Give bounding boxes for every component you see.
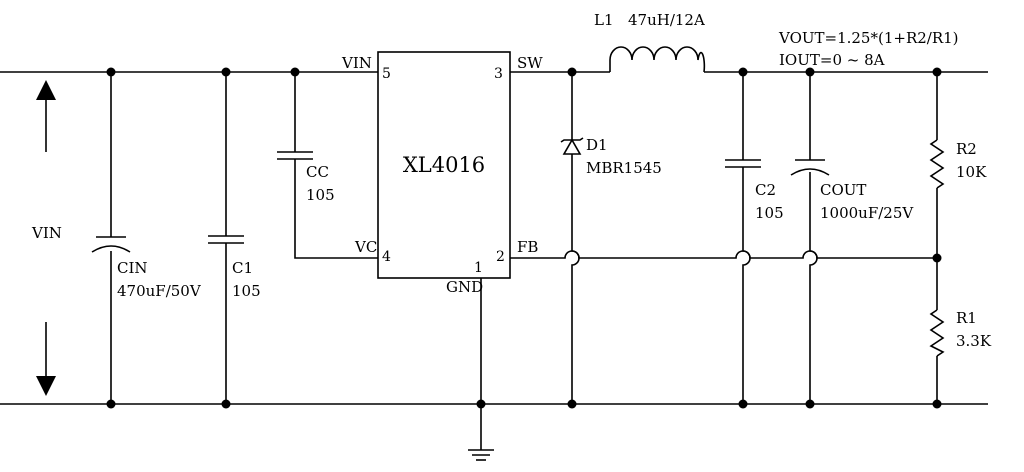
vout-formula: VOUT=1.25*(1+R2/R1) [778, 29, 959, 47]
wires [0, 71, 988, 450]
cin-capacitor [91, 236, 131, 253]
cin-value: 470uF/50V [117, 282, 202, 300]
r1-resistor [929, 309, 945, 357]
pin-vc-number: 4 [382, 249, 391, 265]
c2-value: 105 [755, 204, 784, 222]
cout-ref: COUT [820, 181, 866, 199]
l1-value: 47uH/12A [628, 11, 705, 29]
cout-value: 1000uF/25V [820, 204, 914, 222]
d1-diode [560, 137, 584, 156]
c1-value: 105 [232, 282, 261, 300]
r2-value: 10K [956, 163, 987, 181]
l1-inductor [609, 46, 706, 73]
vin-label: VIN [31, 224, 62, 242]
cc-ref: CC [306, 163, 329, 181]
cin-ref: CIN [117, 259, 148, 277]
r2-ref: R2 [956, 140, 977, 158]
cout-capacitor [790, 159, 830, 176]
c1-capacitor [208, 235, 244, 244]
d1-value: MBR1545 [586, 159, 662, 177]
ground-icon [468, 449, 494, 461]
r2-resistor [929, 139, 945, 189]
pin-vin-number: 5 [382, 66, 391, 82]
junction-dots [106, 67, 942, 409]
pin-fb-number: 2 [496, 249, 505, 265]
c2-ref: C2 [755, 181, 776, 199]
c2-capacitor [725, 159, 761, 168]
pin-gnd-label: GND [446, 278, 483, 296]
pin-vin-label: VIN [341, 54, 372, 72]
arrow-up-icon [36, 80, 56, 100]
r1-value: 3.3K [956, 332, 992, 350]
c1-ref: C1 [232, 259, 253, 277]
pin-vc-label: VC [354, 238, 377, 256]
xl4016-ic [377, 51, 511, 279]
ic-name: XL4016 [403, 153, 485, 177]
d1-ref: D1 [586, 136, 608, 154]
arrow-down-icon [36, 376, 56, 396]
pin-sw-number: 3 [494, 66, 503, 82]
r1-ref: R1 [956, 309, 977, 327]
cc-value: 105 [306, 186, 335, 204]
pin-fb-label: FB [517, 238, 538, 256]
iout-range: IOUT=0 ~ 8A [779, 51, 885, 69]
pin-gnd-number: 1 [474, 260, 483, 276]
cc-capacitor [277, 151, 313, 160]
l1-ref: L1 [594, 11, 614, 29]
pin-sw-label: SW [517, 54, 543, 72]
vin-arrows [36, 80, 56, 396]
